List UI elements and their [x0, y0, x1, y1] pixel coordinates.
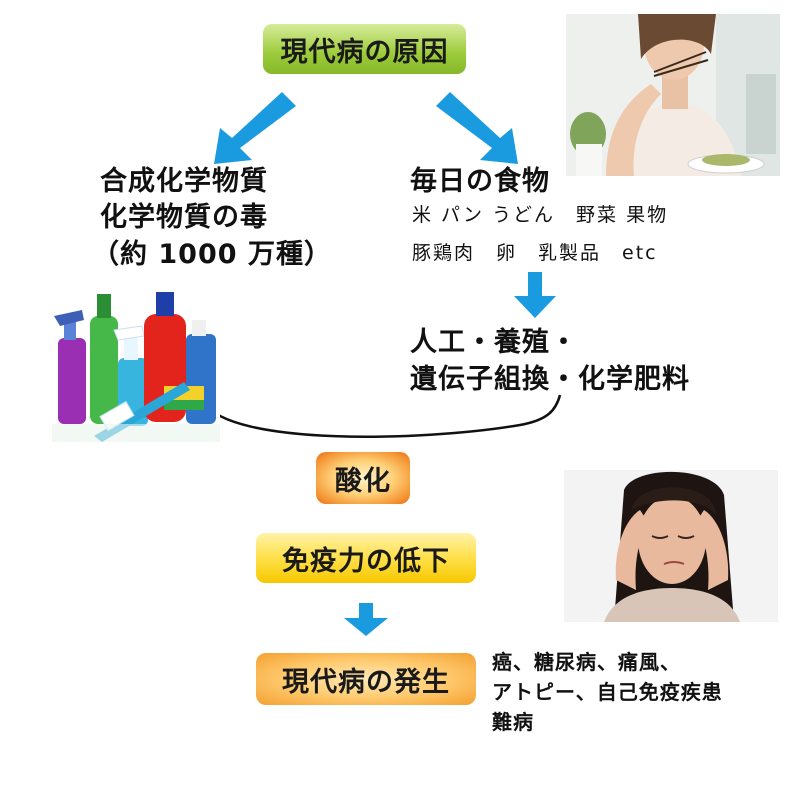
processing-line2: 遺伝子組換・化学肥料 — [410, 364, 690, 395]
result-text: 現代病の発生 — [282, 666, 450, 698]
result-box: 現代病の発生 — [256, 653, 476, 705]
arrow-right-down — [436, 92, 518, 164]
arrow-down-foods — [514, 272, 556, 318]
diseases-line3: 難病 — [492, 710, 534, 734]
cleaning-bottles-photo — [52, 286, 220, 442]
daily-food-heading: 毎日の食物 — [410, 166, 550, 197]
immunity-box: 免疫力の低下 — [256, 533, 476, 583]
curve-connector — [203, 394, 562, 438]
cleaning-bottles-illustration — [52, 286, 220, 442]
woman-eating-illustration — [566, 14, 780, 176]
foods-list-line2: 豚鶏肉 卵 乳製品 etc — [412, 242, 658, 264]
diseases-line2: アトピー、自己免疫疾患 — [492, 680, 723, 704]
processing-line1: 人工・養殖・ — [410, 327, 578, 358]
chemical-poison-label: 化学物質の毒 — [100, 202, 268, 233]
arrow-left-down — [214, 92, 296, 164]
chemical-count-label: （約 1000 万種） — [92, 239, 332, 270]
immunity-text: 免疫力の低下 — [282, 545, 450, 577]
synthetic-chemicals-label: 合成化学物質 — [100, 166, 268, 197]
oxidation-text: 酸化 — [335, 465, 391, 497]
oxidation-box: 酸化 — [316, 452, 410, 504]
woman-headache-illustration — [564, 470, 778, 622]
woman-headache-photo — [564, 470, 778, 622]
arrow-down-immunity — [344, 603, 388, 636]
title-box: 現代病の原因 — [263, 24, 466, 74]
diseases-line1: 癌、糖尿病、痛風、 — [492, 650, 681, 674]
foods-list-line1: 米 パン うどん 野菜 果物 — [412, 204, 669, 226]
title-text: 現代病の原因 — [280, 36, 449, 68]
woman-eating-photo — [566, 14, 780, 176]
